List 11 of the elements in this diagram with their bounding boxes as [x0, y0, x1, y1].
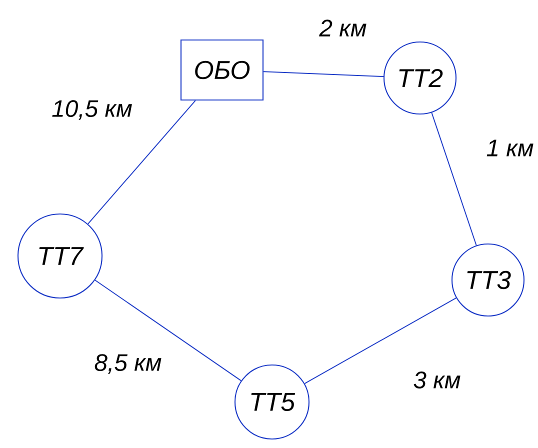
connector-line	[94, 280, 242, 382]
connector-line	[87, 100, 196, 224]
distance-label: 2 км	[318, 18, 368, 38]
connector-line	[263, 71, 384, 78]
distance-label: 3 км	[412, 370, 462, 390]
connector-line	[431, 112, 477, 246]
connector-line	[304, 297, 457, 384]
distance-label: 8,5 км	[93, 353, 163, 375]
distance-label: 1 км	[485, 138, 535, 158]
distance-label: 10,5 км	[50, 99, 134, 121]
process-box: ОБО	[180, 39, 264, 101]
